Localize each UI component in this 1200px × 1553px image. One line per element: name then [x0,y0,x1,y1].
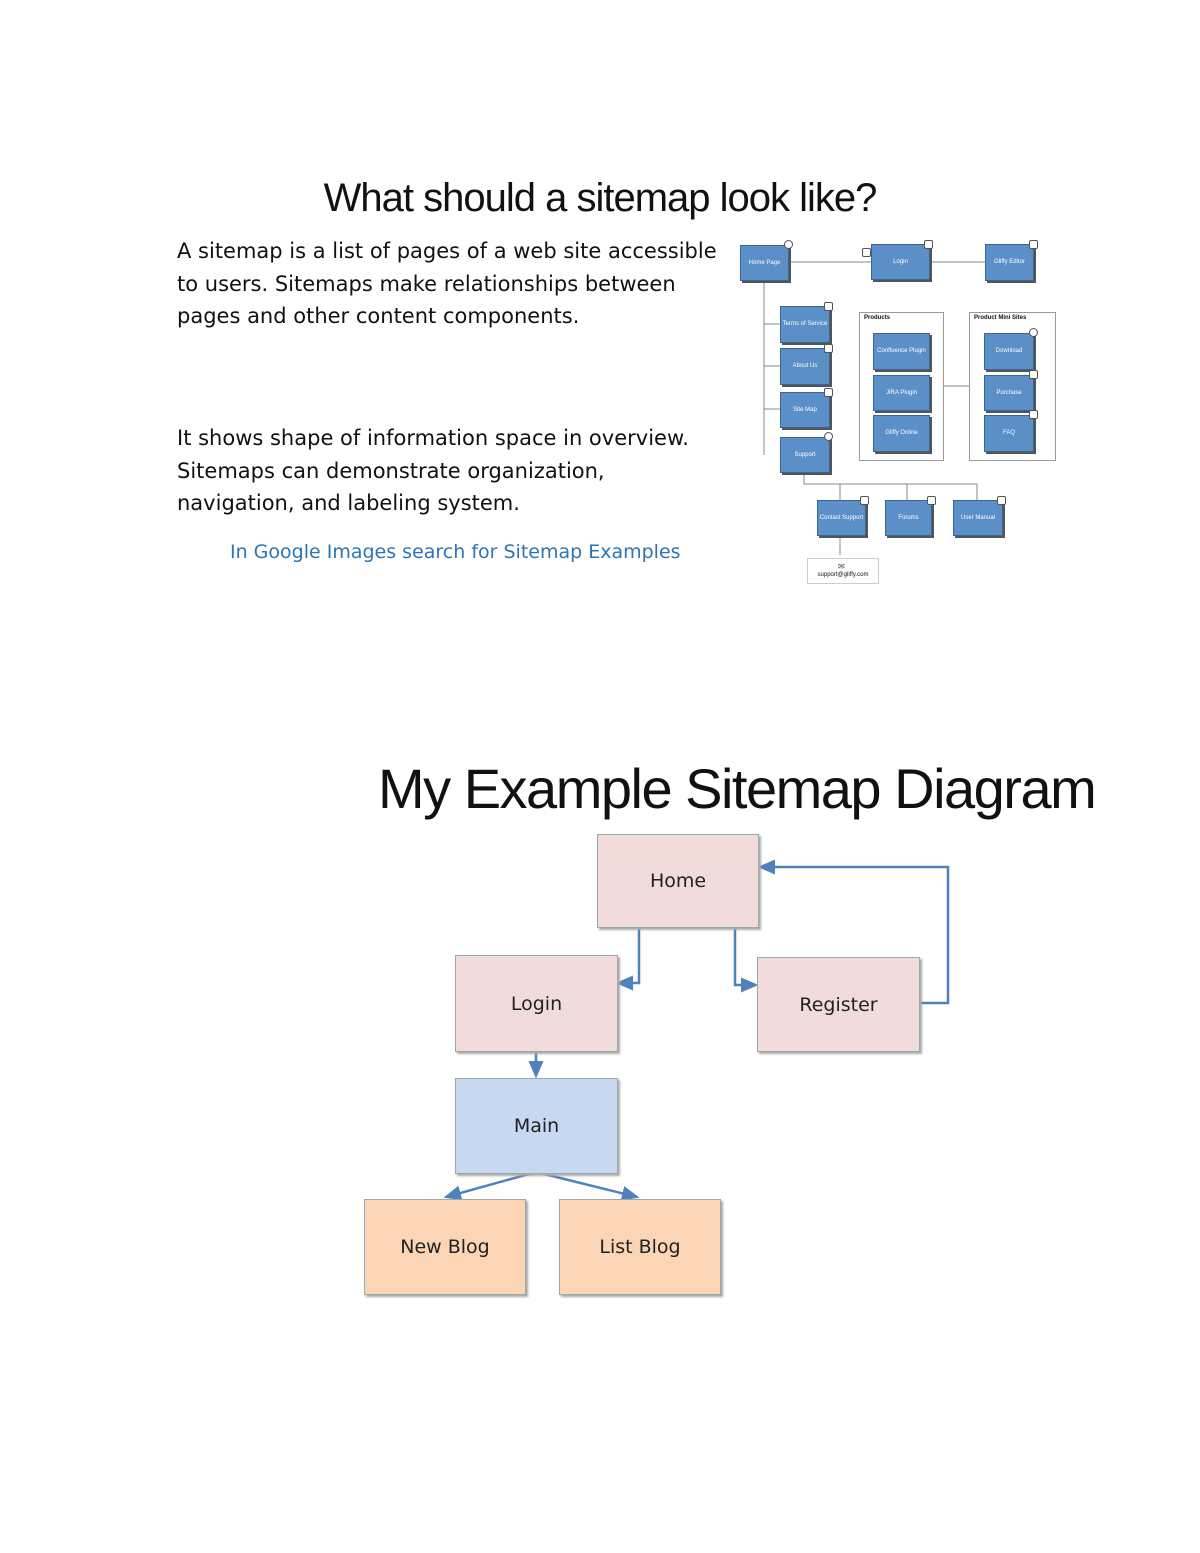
example-node-product: Confluence Plugin [873,333,930,370]
save-icon [997,496,1006,505]
example-node-product: JIRA Plugin [873,375,930,411]
example-node-minisite: FAQ [984,415,1034,452]
download-icon [1029,328,1038,337]
example-node-product: Gliffy Online [873,415,930,452]
refresh-icon [824,432,833,441]
paragraph-definition: A sitemap is a list of pages of a web si… [177,239,717,328]
lock-icon [862,248,871,257]
example-node-minisite: Download [984,333,1034,370]
products-group-title: Products [864,315,891,321]
example-node-support-child: User Manual [953,500,1003,536]
document-icon [824,344,833,353]
example-node-editor: Gliffy Editor [985,244,1034,281]
arrow-register-home [757,859,950,1005]
example-connectors [763,261,985,555]
example-node-support-child: Contact Support [817,500,866,536]
node-register: Register [757,957,920,1052]
save-icon [927,496,936,505]
arrow-home-register [733,926,759,993]
envelope-icon: ✉ [838,562,845,571]
arrow-home-login [615,926,641,991]
google-images-link[interactable]: In Google Images search for Sitemap Exam… [230,541,681,563]
document-icon [824,302,833,311]
paragraph-overview: It shows shape of information space in o… [177,426,689,515]
example-node-login: Login [871,244,930,280]
pen-icon [1029,240,1038,249]
arrow-main-newblog [443,1170,537,1201]
example-node-terms: Terms of Service [780,306,830,343]
example-node-support-child: Forums [885,500,932,536]
example-node-support: Support [780,437,830,473]
phone-icon [860,496,869,505]
example-email: support@gliffy.com [817,572,869,578]
document-icon [1029,410,1038,419]
node-new-blog: New Blog [364,1199,526,1295]
example-node-minisite: Purchase [984,375,1034,411]
node-home: Home [597,834,759,928]
node-main: Main [455,1078,618,1174]
minisites-group-title: Product Mini Sites [974,315,1027,321]
node-login: Login [455,955,618,1052]
window-icon [924,240,933,249]
cart-icon [1029,370,1038,379]
slide2-title: My Example Sitemap Diagram [378,757,1097,820]
globe-icon [784,240,793,249]
example-email-box: ✉ support@gliffy.com [807,558,879,584]
sitemap-icon [824,388,833,397]
example-node-home: Home Page [740,245,789,281]
example-node-about: About Us [780,348,830,385]
example-node-sitemap: Site Map [780,392,830,428]
node-list-blog: List Blog [559,1199,721,1295]
slide1-title: What should a sitemap look like? [323,176,878,220]
example-sitemap-image: Home Page Login Gliffy Editor Terms of S… [0,0,1200,600]
arrow-main-listblog [535,1170,640,1201]
